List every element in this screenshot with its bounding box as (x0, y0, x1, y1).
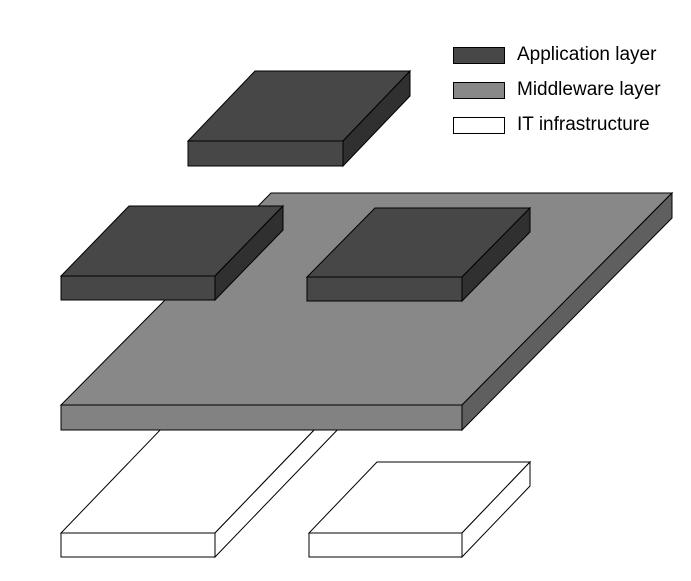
infrastructure-block-right-front (308, 532, 463, 558)
legend-swatch-application (453, 47, 505, 64)
infrastructure-block-left-front (60, 532, 216, 558)
application-block-left-side (214, 204, 284, 302)
application-block-top-side (342, 69, 411, 168)
infrastructure-block-right-side (461, 460, 531, 559)
application-block-top-front (187, 140, 344, 167)
middleware-platform-side (461, 191, 673, 432)
legend-label-infrastructure: IT infrastructure (517, 114, 650, 135)
legend-label-application: Application layer (517, 44, 657, 65)
legend-label-middleware: Middleware layer (517, 79, 661, 100)
application-block-left-front (60, 275, 216, 301)
legend-swatch-middleware (453, 82, 505, 99)
middleware-platform-front (60, 404, 463, 431)
application-block-right-side (461, 206, 531, 303)
legend-swatch-infrastructure (453, 117, 505, 134)
application-block-right-front (306, 276, 463, 302)
